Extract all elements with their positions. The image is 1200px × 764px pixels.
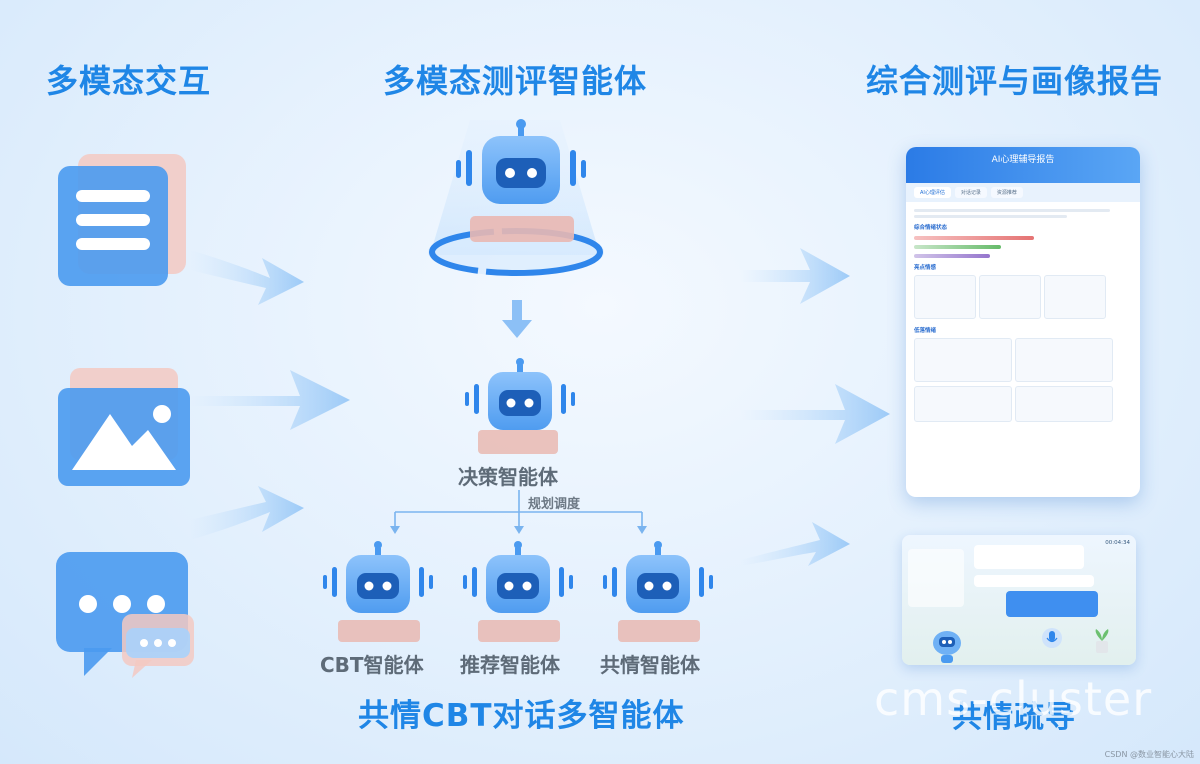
chat-preview-panel: 00:04:34 — [902, 535, 1136, 665]
empathy-robot — [603, 541, 713, 642]
microphone-icon[interactable] — [1042, 625, 1062, 651]
cbt-robot — [323, 541, 433, 642]
report-section-highlight: 亮点情感 — [914, 265, 937, 271]
chat-bubble-icon — [56, 552, 194, 678]
heading-empathy-cbt: 共情CBT对话多智能体 — [358, 698, 685, 734]
report-section-low: 低落情绪 — [914, 328, 937, 334]
label-empathy-agent: 共情智能体 — [600, 653, 700, 677]
flow-arrows-right — [740, 248, 890, 566]
source-credit: CSDN @数业智能心大陆 — [1104, 750, 1194, 759]
decision-robot — [465, 358, 575, 454]
image-icon — [58, 368, 190, 486]
report-card — [979, 275, 1041, 319]
down-arrow — [502, 300, 532, 338]
chat-bubble-bot — [974, 575, 1094, 587]
flow-arrows-left — [190, 250, 350, 540]
watermark: cms-cluster — [874, 672, 1153, 726]
mascot-icon — [933, 631, 961, 663]
heading-assessment-agent: 多模态测评智能体 — [383, 62, 648, 100]
report-tab-resources: 资源推荐 — [990, 187, 1023, 198]
heading-empathy-guidance: 共情疏导 — [952, 700, 1076, 735]
report-tabs: AI心理评估 对话记录 资源推荐 — [906, 183, 1140, 202]
report-card — [1015, 386, 1113, 422]
planning-connectors — [390, 490, 647, 534]
report-preview-panel: AI心理辅导报告 AI心理评估 对话记录 资源推荐 综合情绪状态 亮点情感 低落… — [906, 147, 1140, 497]
heading-multimodal-interaction: 多模态交互 — [46, 62, 212, 100]
report-title: AI心理辅导报告 — [906, 147, 1140, 183]
report-card — [914, 386, 1012, 422]
report-card — [914, 338, 1012, 382]
document-icon — [58, 154, 186, 286]
chat-timer: 00:04:34 — [1105, 540, 1130, 546]
assessment-robot — [428, 119, 604, 276]
report-body: 综合情绪状态 亮点情感 低落情绪 — [906, 202, 1140, 428]
heading-report: 综合测评与画像报告 — [866, 62, 1164, 100]
label-decision-agent: 决策智能体 — [458, 465, 558, 489]
report-card — [1015, 338, 1113, 382]
report-tab-assessment: AI心理评估 — [914, 187, 951, 198]
plant-icon — [1095, 629, 1109, 653]
chat-bubble-bot — [974, 545, 1084, 569]
chat-side-card — [908, 549, 964, 607]
report-section-overall: 综合情绪状态 — [914, 225, 948, 231]
label-recommend-agent: 推荐智能体 — [460, 653, 560, 677]
chat-bubble-user — [1006, 591, 1098, 617]
recommend-robot — [463, 541, 573, 642]
report-card — [1044, 275, 1106, 319]
label-planning: 规划调度 — [528, 497, 581, 512]
label-cbt-agent: CBT智能体 — [320, 653, 424, 677]
report-tab-dialog: 对话记录 — [954, 187, 987, 198]
report-card — [914, 275, 976, 319]
